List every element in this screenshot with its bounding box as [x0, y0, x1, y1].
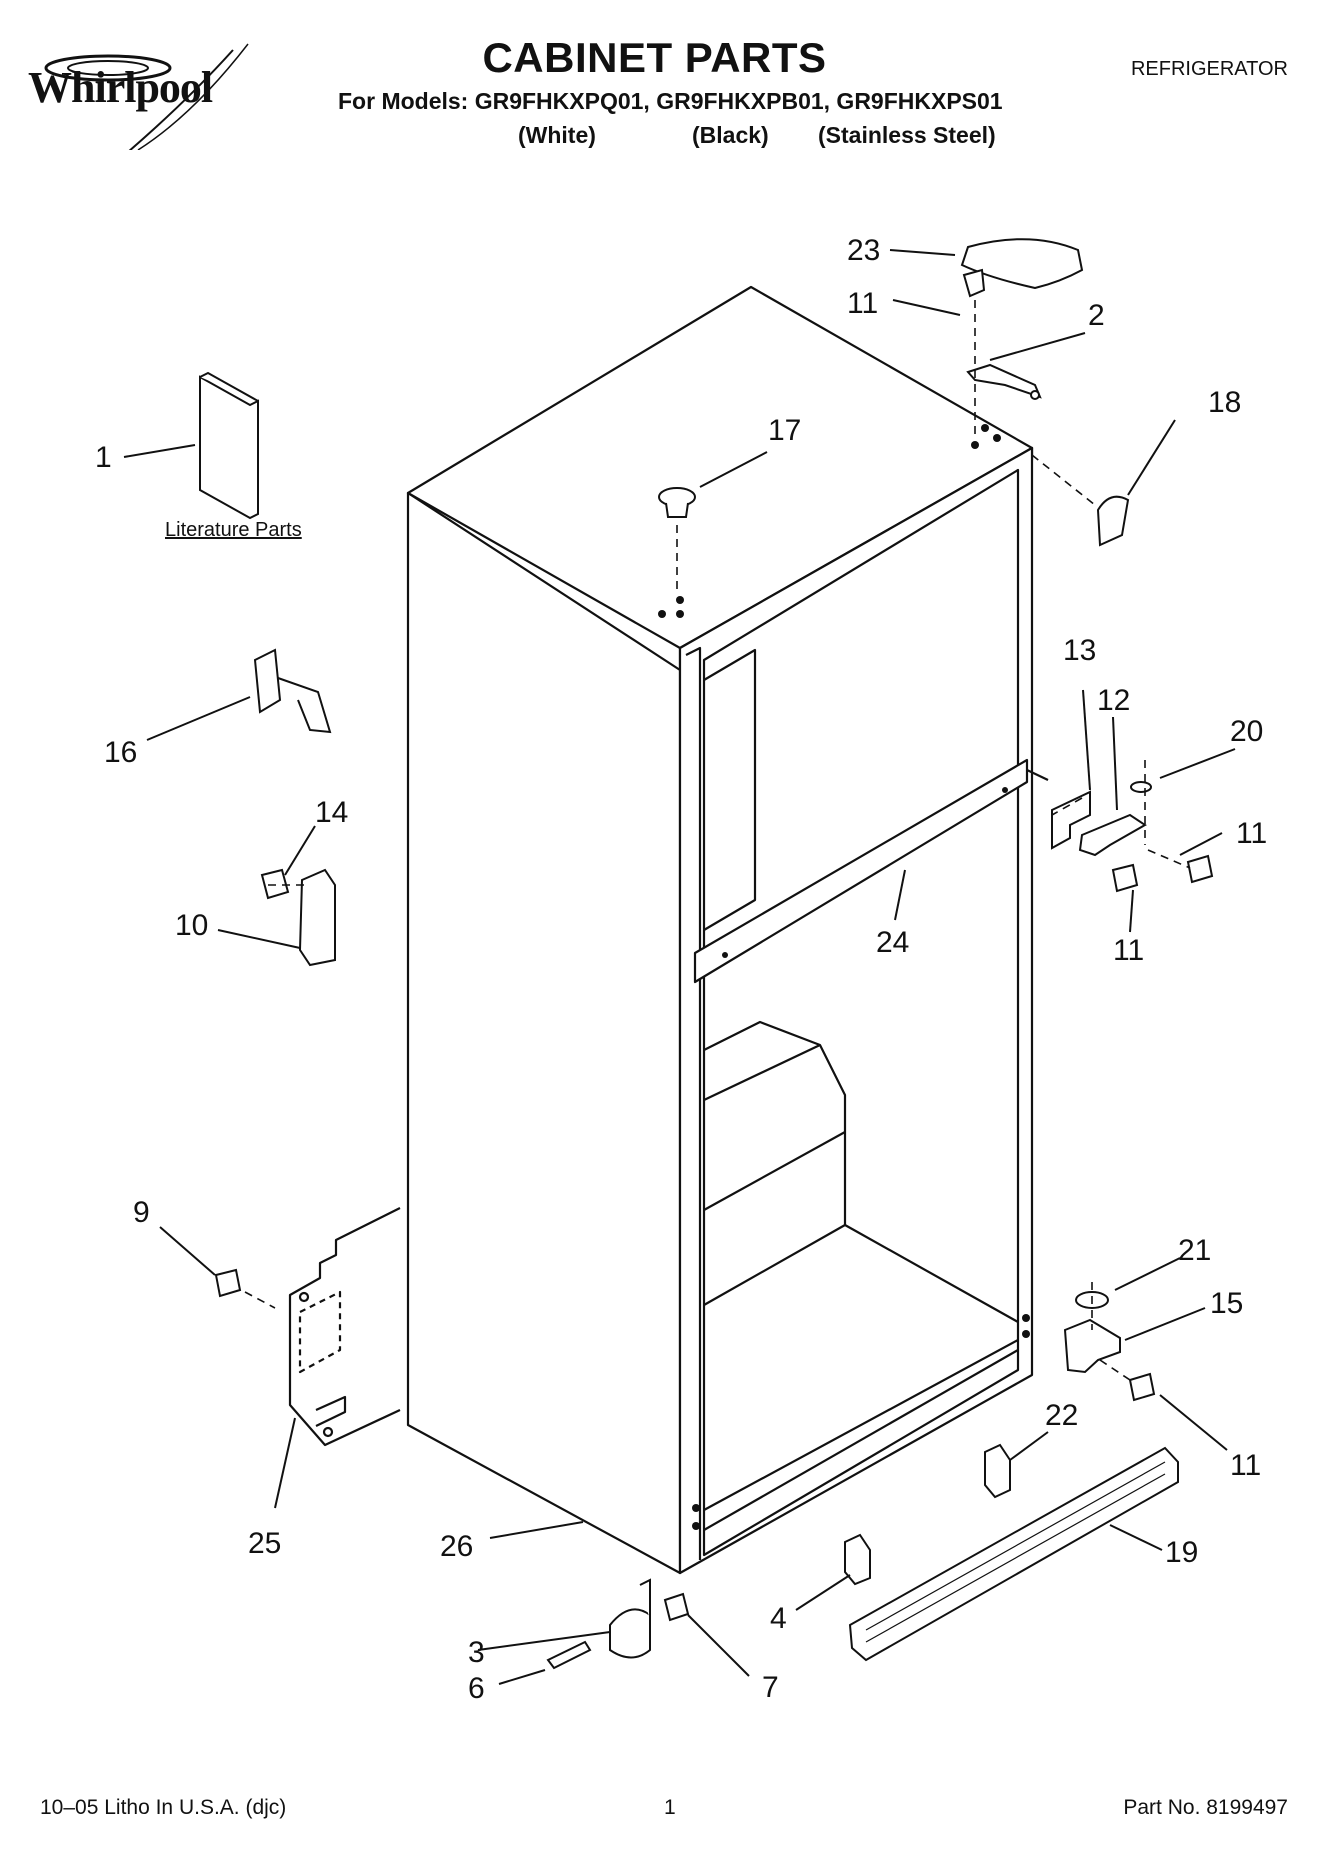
callout-23: 23 [847, 234, 880, 267]
callout-11-center: 11 [1113, 934, 1144, 967]
screw-11-center-b [1186, 854, 1214, 884]
footer-litho: 10–05 Litho In U.S.A. (djc) [40, 1796, 287, 1819]
callout-19: 19 [1165, 1536, 1198, 1569]
literature-booklet [199, 375, 259, 520]
hinge-trim [1096, 495, 1130, 547]
bracket-10 [298, 868, 336, 967]
literature-parts-label: Literature Parts [165, 519, 302, 541]
callout-7: 7 [762, 1671, 779, 1704]
callout-12: 12 [1097, 684, 1130, 717]
footer-part-number: Part No. 8199497 [1123, 1796, 1288, 1819]
cabinet-left-side [406, 491, 682, 1575]
page-title: CABINET PARTS [482, 34, 827, 81]
mullion-rail [693, 758, 1029, 984]
variant-white: (White) [518, 122, 596, 148]
pin-6 [546, 1640, 592, 1670]
callout-18: 18 [1208, 386, 1241, 419]
roller-bracket-3 [609, 1608, 651, 1659]
screw-7 [663, 1592, 690, 1622]
callout-22: 22 [1045, 1399, 1078, 1432]
whirlpool-logo [44, 43, 249, 150]
bottom-hinge-15 [1063, 1318, 1121, 1374]
center-hinge-12 [1078, 813, 1147, 857]
callout-20: 20 [1230, 715, 1263, 748]
toe-grille [848, 1446, 1179, 1662]
variant-stainless: (Stainless Steel) [818, 122, 996, 148]
callout-1: 1 [95, 441, 112, 474]
callout-3: 3 [468, 1636, 485, 1669]
callout-16: 16 [104, 736, 137, 769]
callout-6: 6 [468, 1672, 485, 1705]
callout-11-top: 11 [847, 287, 878, 320]
callout-24: 24 [876, 926, 909, 959]
screw-11-center-a [1111, 863, 1139, 893]
callout-25: 25 [248, 1527, 281, 1560]
clip-22 [984, 1443, 1011, 1499]
callout-21: 21 [1178, 1234, 1211, 1267]
callout-11-right: 11 [1236, 817, 1267, 850]
callout-4: 4 [770, 1602, 787, 1635]
washer-20 [1130, 781, 1152, 793]
screw-9 [214, 1268, 242, 1298]
callout-15: 15 [1210, 1287, 1243, 1320]
callout-13: 13 [1063, 634, 1096, 667]
callout-10: 10 [175, 909, 208, 942]
top-hinge [966, 363, 1042, 399]
callout-14: 14 [315, 796, 348, 829]
callout-9: 9 [133, 1196, 150, 1229]
door-stop-pin [253, 648, 282, 714]
footer-page-number: 1 [664, 1796, 676, 1819]
callout-11-bottom: 11 [1230, 1449, 1261, 1482]
category-label: REFRIGERATOR [1130, 58, 1288, 80]
hinge-screw-top [962, 268, 986, 298]
hinge-cover [960, 238, 1084, 290]
callout-2: 2 [1088, 299, 1105, 332]
callout-26: 26 [440, 1530, 473, 1563]
models-line: For Models: GR9FHKXPQ01, GR9FHKXPB01, GR… [338, 88, 1003, 114]
screw-11-bottom [1128, 1372, 1156, 1402]
hinge-plate-13 [1051, 790, 1091, 850]
clip-4 [844, 1533, 871, 1586]
cabinet-front-frame [678, 446, 1034, 1575]
screw-14 [260, 868, 290, 900]
callout-17: 17 [768, 414, 801, 447]
variant-black: (Black) [692, 122, 769, 148]
brand-name: Whirlpool [28, 63, 213, 112]
back-cover-plate [288, 1207, 401, 1447]
